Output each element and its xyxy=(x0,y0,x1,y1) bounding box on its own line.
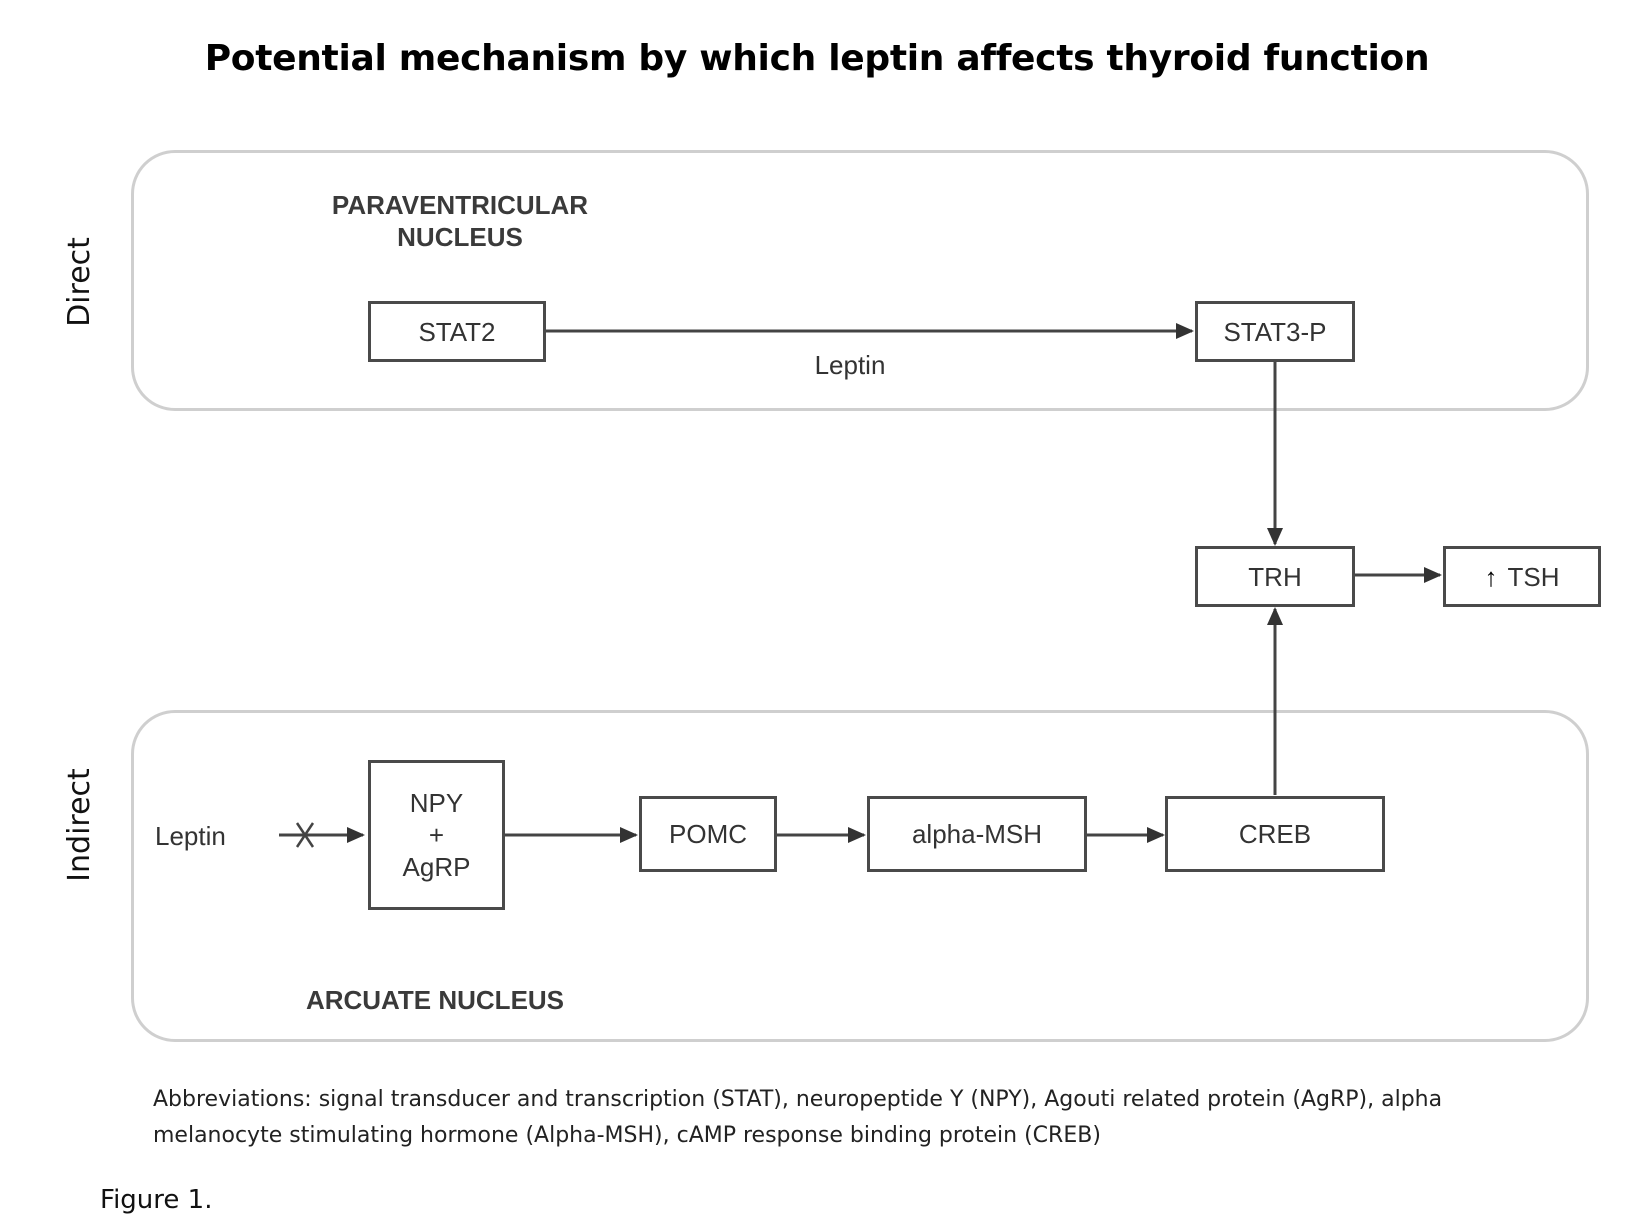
node-stat3-p: STAT3-P xyxy=(1195,301,1355,362)
side-label-indirect: Indirect xyxy=(62,768,97,882)
node-npy-agrp: NPY + AgRP xyxy=(368,760,505,910)
region-paraventricular-nucleus xyxy=(131,150,1589,411)
node-tsh-label: TSH xyxy=(1507,561,1560,592)
figure-label: Figure 1. xyxy=(100,1185,213,1215)
edge-label-leptin-indirect: Leptin xyxy=(155,821,226,851)
increase-arrow-icon: ↑ xyxy=(1484,561,1498,592)
side-label-direct: Direct xyxy=(62,237,97,327)
edge-label-leptin-direct: Leptin xyxy=(814,350,886,380)
arcuate-nucleus-label: ARCUATE NUCLEUS xyxy=(305,985,565,1015)
node-alpha-msh: alpha-MSH xyxy=(867,796,1087,872)
node-stat2: STAT2 xyxy=(368,301,546,362)
paraventricular-nucleus-label: PARAVENTRICULAR NUCLEUS xyxy=(331,190,589,252)
node-tsh: ↑ TSH xyxy=(1443,546,1601,607)
node-creb: CREB xyxy=(1165,796,1385,872)
abbreviations-caption: Abbreviations: signal transducer and tra… xyxy=(153,1087,1443,1148)
diagram-title: Potential mechanism by which leptin affe… xyxy=(204,38,1430,79)
region-arcuate-nucleus xyxy=(131,710,1589,1042)
node-pomc: POMC xyxy=(639,796,777,872)
node-trh: TRH xyxy=(1195,546,1355,607)
